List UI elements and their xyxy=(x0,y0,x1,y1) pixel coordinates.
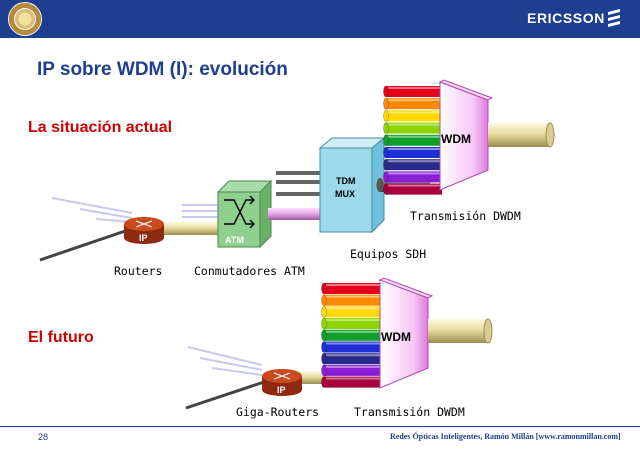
wavelength-tube xyxy=(324,376,382,388)
atm-label: ATM xyxy=(225,235,244,245)
wavelength-tube-end xyxy=(321,317,327,330)
wavelength-tube-highlight xyxy=(386,135,442,138)
wavelength-tube-highlight xyxy=(386,87,442,89)
wavelength-tube-highlight xyxy=(324,319,382,322)
wavelength-tube-highlight xyxy=(324,284,382,286)
wavelength-tube-end xyxy=(321,282,327,295)
wavelength-tube-end xyxy=(383,134,389,147)
ip-top-label: IP xyxy=(139,233,148,243)
wdm-bottom-label: WDM xyxy=(381,330,411,344)
wavelength-tube xyxy=(324,283,382,294)
wavelength-tube-highlight xyxy=(324,295,382,298)
wavelength-tube-end xyxy=(383,122,389,134)
wavelength-tubes-bottom xyxy=(321,282,382,388)
wavelength-tube xyxy=(386,147,442,158)
wavelength-tube xyxy=(386,183,442,195)
wavelength-tube-end xyxy=(321,376,327,388)
wavelength-tube-end xyxy=(321,294,327,307)
router-cable-bottom xyxy=(185,380,265,410)
wavelength-tube-end xyxy=(383,171,389,183)
wavelength-tube xyxy=(324,353,382,365)
wavelength-tube-highlight xyxy=(324,342,382,345)
giga-router xyxy=(262,369,302,396)
dwdm-top-label: Transmisión DWDM xyxy=(410,209,521,223)
tube-router-wdm xyxy=(296,371,326,384)
wavelength-tube xyxy=(386,86,442,97)
tube-router-atm xyxy=(160,222,220,235)
wavelength-tube-end xyxy=(383,85,389,98)
dwdm-bottom-label: Transmisión DWDM xyxy=(354,405,465,419)
footer-divider xyxy=(0,426,640,427)
output-fibre-top xyxy=(488,122,555,148)
wavelength-tube-end xyxy=(383,146,389,159)
wavelength-tube-highlight xyxy=(386,148,442,150)
wdm-mux-bottom xyxy=(378,277,434,389)
wavelength-tube-highlight xyxy=(324,377,382,380)
wavelength-tube-end xyxy=(383,183,389,195)
tube-atm-tdm xyxy=(268,208,320,220)
page-title: IP sobre WDM (I): evolución xyxy=(37,59,288,80)
wavelength-tube xyxy=(324,318,382,330)
wavelength-tube-end xyxy=(321,352,327,365)
wavelength-tube xyxy=(324,329,382,341)
wavelength-tube xyxy=(324,306,382,318)
wdm-top-label: WDM xyxy=(441,132,471,146)
wavelength-tube-highlight xyxy=(324,354,382,357)
wavelength-tubes-top xyxy=(383,85,442,195)
atm-input-links xyxy=(182,204,218,218)
wavelength-tube-end xyxy=(321,341,327,353)
wavelength-tube xyxy=(386,159,442,171)
wavelength-tube-highlight xyxy=(324,365,382,368)
wavelength-tube-highlight xyxy=(386,184,442,187)
wdm-mux-top xyxy=(438,79,494,191)
wavelength-tube-highlight xyxy=(386,160,442,163)
atm-switches-label: Conmutadores ATM xyxy=(194,264,305,278)
footer-credit: Redes Ópticas Inteligentes, Ramón Millán… xyxy=(390,432,621,441)
output-fibre-bottom xyxy=(428,318,493,344)
wavelength-tube-end xyxy=(321,364,327,377)
wavelength-tube-end xyxy=(383,158,389,171)
incoming-links-bottom xyxy=(187,346,263,376)
giga-routers-label: Giga-Routers xyxy=(236,405,320,419)
page-number: 28 xyxy=(38,432,49,442)
wavelength-tube-end xyxy=(383,97,389,110)
wavelength-tube xyxy=(386,171,442,183)
wavelength-tube xyxy=(386,110,442,122)
header-bar xyxy=(0,0,640,38)
incoming-links-top xyxy=(51,197,133,223)
sdh-equipment-label: Equipos SDH xyxy=(350,247,427,261)
university-seal-icon xyxy=(9,3,41,35)
wavelength-tube-end xyxy=(321,329,327,342)
tdm-label-line1: TDM xyxy=(336,176,356,186)
section-future-label: El futuro xyxy=(28,329,94,346)
tdm-input-lines xyxy=(276,171,320,196)
wavelength-tube-highlight xyxy=(386,99,442,102)
wavelength-tube-highlight xyxy=(386,172,442,175)
wavelength-tube xyxy=(324,294,382,306)
wavelength-tube xyxy=(324,341,382,353)
wavelength-tube xyxy=(386,98,442,110)
wavelength-tube xyxy=(386,122,442,134)
router-cable-top xyxy=(39,228,129,262)
ericsson-logo: ERICSSON xyxy=(527,10,605,26)
wavelength-tube xyxy=(386,134,442,146)
wavelength-tube-highlight xyxy=(386,123,442,126)
wavelength-tube-highlight xyxy=(386,111,442,114)
wavelength-tube-highlight xyxy=(324,330,382,333)
wavelength-tube-end xyxy=(321,306,327,318)
ericsson-bars-icon xyxy=(608,9,620,27)
ip-router-top xyxy=(124,217,164,244)
wavelength-tube-end xyxy=(383,110,389,122)
routers-label: Routers xyxy=(114,264,163,278)
wavelength-tube-highlight xyxy=(324,307,382,310)
tdm-label-line2: MUX xyxy=(335,189,355,199)
ip-bottom-label: IP xyxy=(277,385,286,395)
wavelength-tube xyxy=(324,364,382,376)
atm-switch xyxy=(216,179,273,249)
section-current-label: La situación actual xyxy=(28,119,173,136)
